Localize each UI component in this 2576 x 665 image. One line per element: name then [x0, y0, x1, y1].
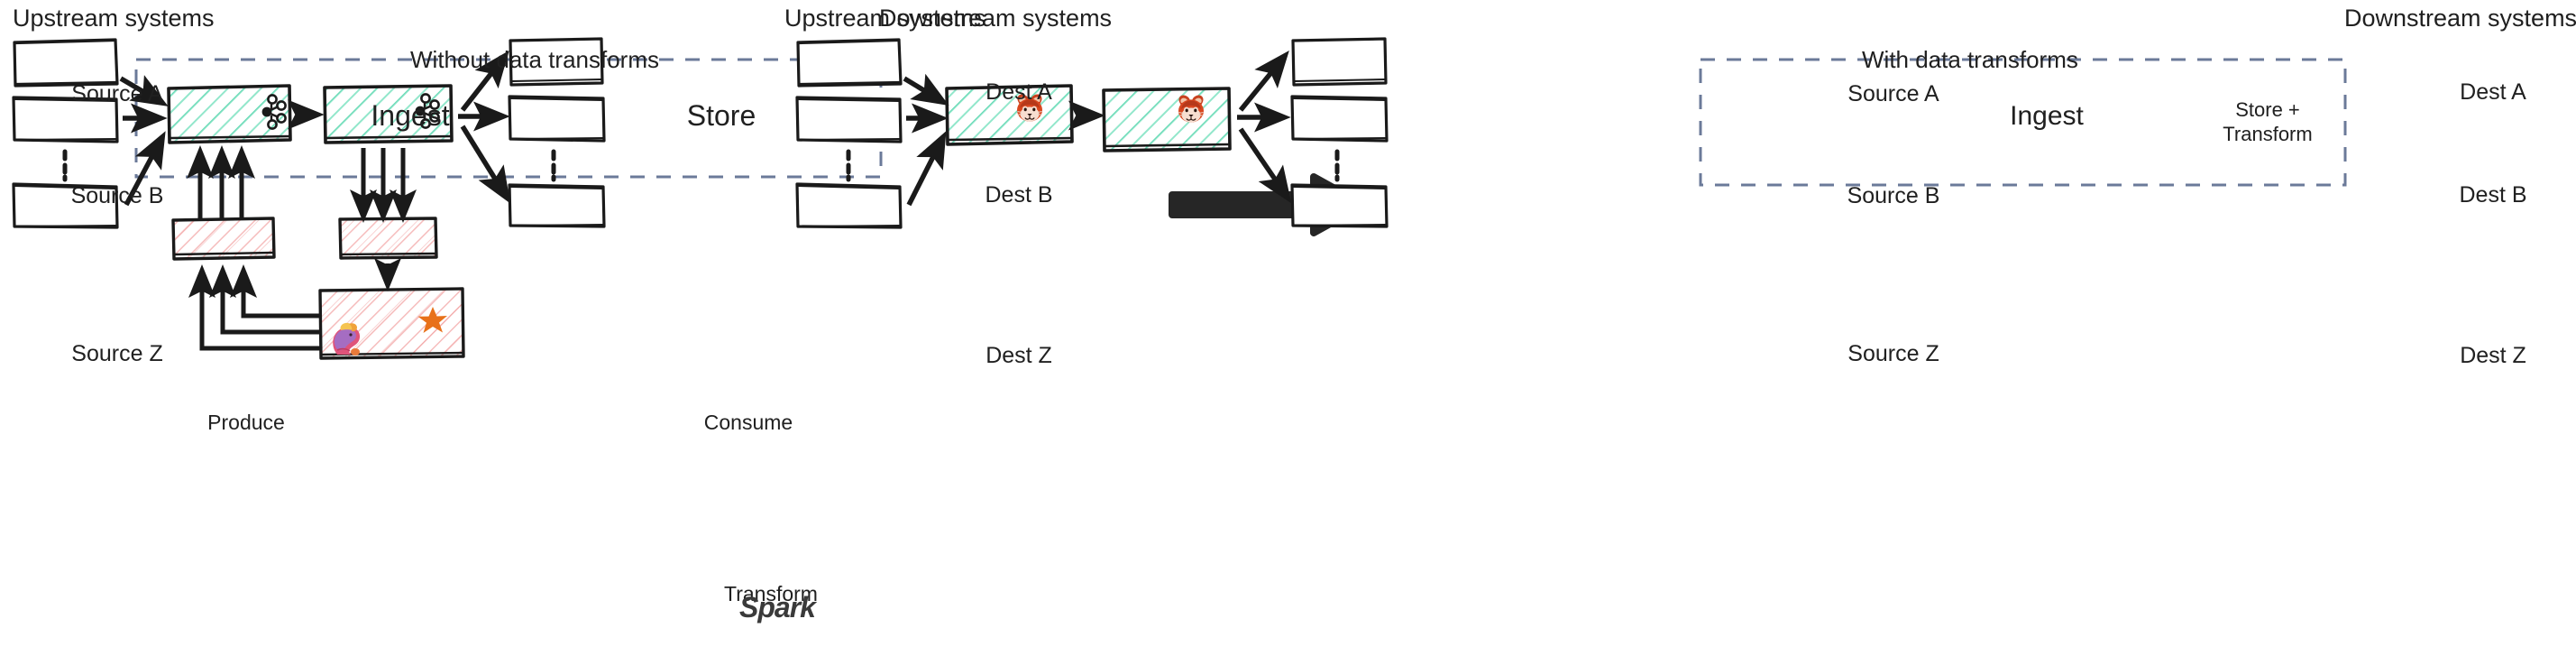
left-dest-z-box [508, 183, 606, 228]
kafka-icon [261, 94, 287, 130]
right-source-b-box [795, 96, 903, 143]
left-dest-a-box [509, 37, 604, 87]
flink-squirrel-icon [333, 322, 361, 356]
left-store-to-consume-arrows [349, 148, 417, 223]
right-ingest-box [945, 84, 1074, 146]
left-ingest-box [167, 84, 292, 144]
redpanda-icon [1178, 95, 1204, 123]
left-produce-box [171, 217, 276, 261]
left-source-a-to-ingest-arrow [119, 75, 169, 106]
right-dest-z-box [1290, 183, 1389, 228]
right-source-z-to-ingest-arrow [906, 131, 947, 207]
right-dest-a-box [1291, 37, 1388, 87]
spark-wordmark: Spark [739, 591, 816, 623]
left-produce-to-ingest-arrows [187, 145, 256, 219]
right-store-to-dest-a-arrow [1238, 51, 1289, 112]
left-consume-box [338, 217, 438, 260]
right-source-a-to-ingest-arrow [903, 73, 949, 106]
left-source-z-to-ingest-arrow [124, 131, 166, 207]
right-downstream-heading: Downstream systems [2344, 5, 2576, 32]
right-dest-b-box [1290, 95, 1389, 143]
redpanda-icon [1017, 94, 1042, 122]
left-source-a-box [13, 38, 119, 88]
right-panel-title: With data transforms [1862, 46, 2078, 73]
left-downstream-heading: Downstream systems [879, 5, 1113, 32]
right-source-z-box [795, 182, 903, 229]
left-store-to-dest-z-arrow [460, 125, 511, 204]
kafka-icon [415, 93, 440, 129]
spark-icon [417, 307, 447, 333]
right-upstream-heading: Upstream systems [784, 5, 986, 32]
left-panel-title: Without data transforms [410, 46, 659, 73]
right-store-transform-box [1102, 87, 1232, 152]
left-dest-b-box [508, 95, 606, 143]
left-store-box [323, 84, 454, 144]
right-pipeline-boundary [1699, 58, 2347, 187]
right-store-to-dest-z-arrow [1238, 127, 1292, 204]
left-source-b-box [12, 96, 119, 143]
left-upstream-heading: Upstream systems [13, 5, 215, 32]
left-store-to-dest-a-arrow [460, 50, 509, 112]
right-source-a-box [796, 38, 903, 88]
left-transform-to-produce-feedback-arrows [188, 264, 320, 351]
left-source-z-box [12, 182, 119, 229]
